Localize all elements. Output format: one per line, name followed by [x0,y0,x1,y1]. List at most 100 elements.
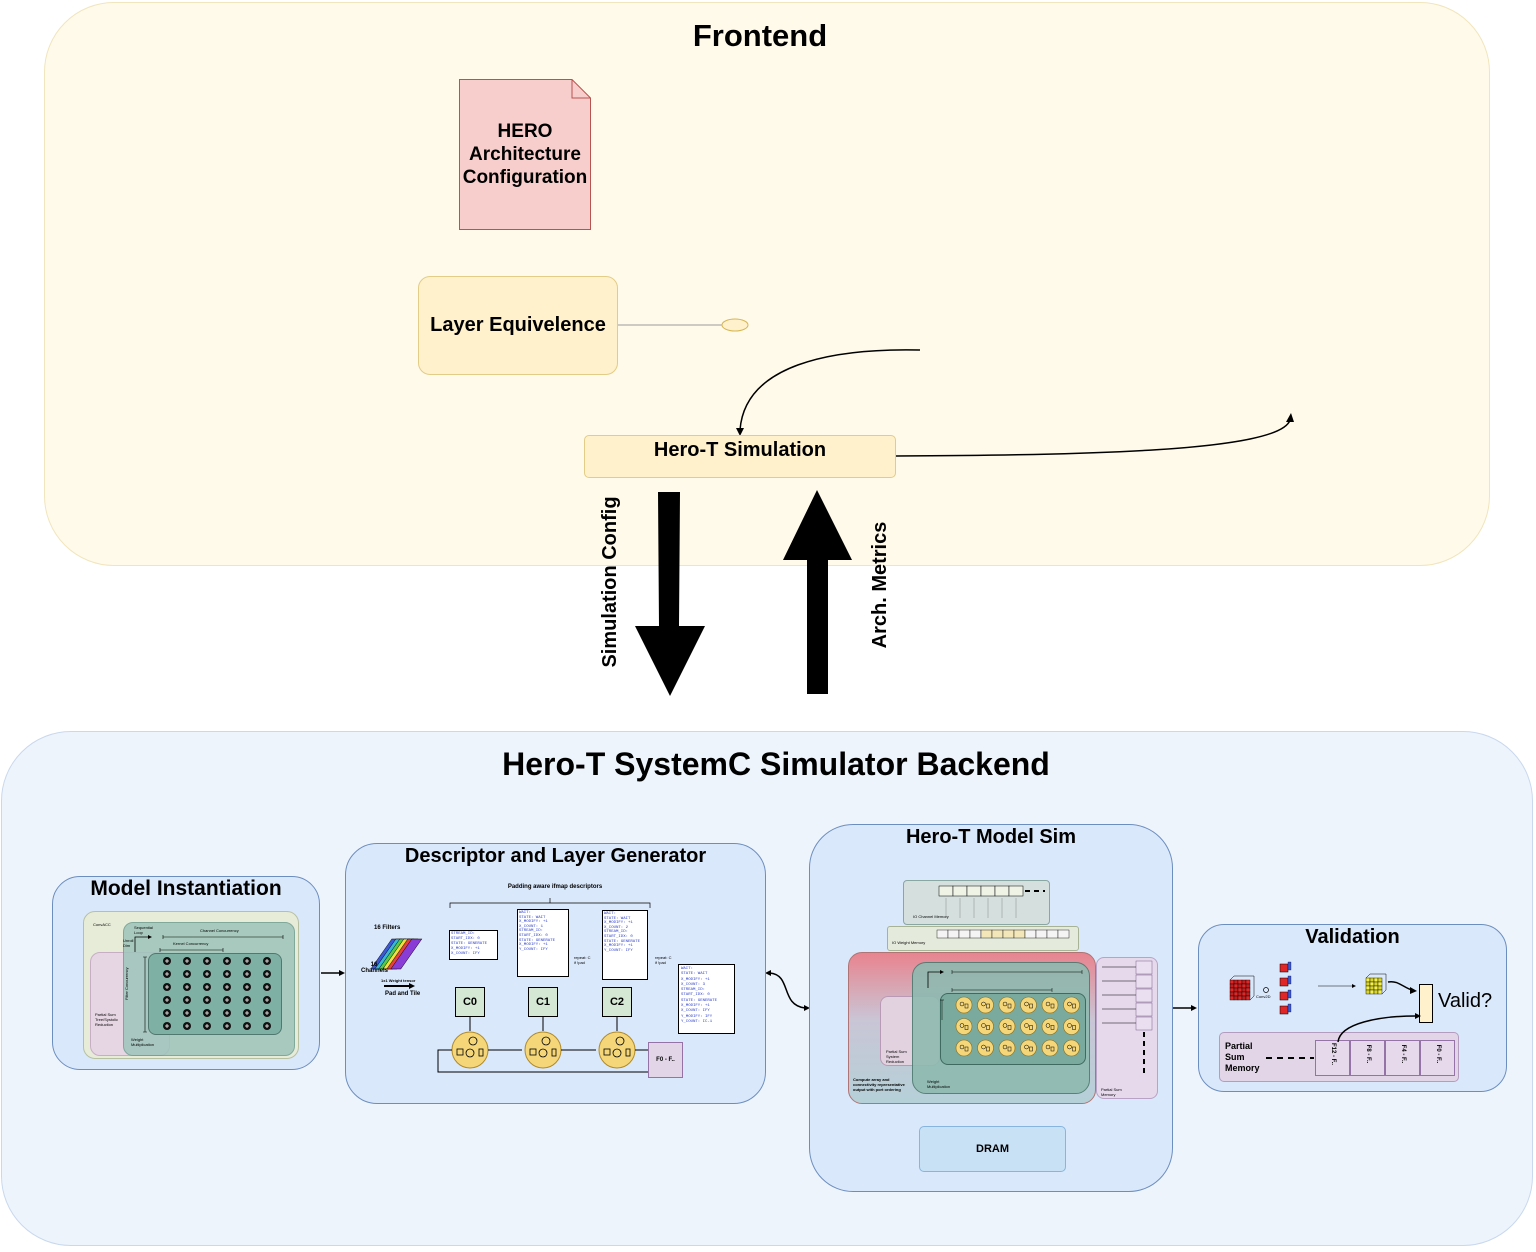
pe-mark [1045,1001,1051,1007]
cube-cell [1373,985,1379,991]
cube-cell [1377,985,1383,991]
code-line: X_MODIFY: +1 [681,1004,710,1009]
psum-mem-cell [1135,974,1153,989]
weight-cell [991,929,1004,939]
ifmap-cell [938,885,954,897]
cube-cell [1233,991,1239,997]
psum-to-compare-arrow [1337,1013,1421,1043]
sim-brackets [927,970,1083,1020]
conv2d-label: Conv2D [1256,994,1271,999]
layer-equivalence-box[interactable]: Layer Equivelence [418,276,618,375]
pe-reg [1072,1025,1076,1030]
padding-brace [449,898,651,908]
mac-mark [205,998,209,1002]
code-line: STATE: GENERATE [604,939,641,944]
pe-array [955,996,1080,1057]
weight-cell [1024,929,1037,939]
pe-reg [986,1003,990,1009]
desc-modelsim-arrow [769,972,806,1009]
ifmap-cell [994,885,1010,897]
code-line: Y_COUNT: IC-1 [681,1019,713,1024]
small-cube-side [1287,1003,1292,1013]
repeat-label-1: repeat: C if !pad [574,955,591,965]
compute-note-label: Compute array and connectivity represent… [853,1077,905,1092]
code-line: WAIT: [519,911,532,915]
pe-mark [1024,1044,1029,1050]
hero-architecture-config-doc[interactable]: HERO Architecture Configuration [459,79,591,230]
mac-mark [205,959,209,963]
weight-cell [1046,929,1059,939]
code-line: X_COUNT: IFY [451,952,480,956]
pe-reg [1007,1003,1012,1009]
mac-mark [225,972,229,976]
pe-mark [959,1044,965,1050]
weight-cell [1013,929,1026,939]
herot-simulation-box[interactable]: Hero-T Simulation [584,435,896,478]
weight-memory-cells [936,929,1070,939]
cube-cell [1237,995,1243,1001]
f0-box: F0 - F.. [648,1042,683,1078]
pe-mark [959,1023,965,1028]
weight-cell [958,929,971,939]
mac-mark [265,1024,269,1028]
cube-cell [1365,981,1371,987]
pe-reg [1050,1003,1055,1009]
backend-title: Hero-T SystemC Simulator Backend [502,746,1050,782]
cube-cell [1241,987,1247,993]
core-c1[interactable]: C1 [528,987,558,1017]
code-line: STATE: GENERATE [681,998,718,1003]
pe-mark [1067,1044,1072,1050]
pe-chain [437,1017,650,1073]
weight-cell [947,929,960,939]
pe-reg [1050,1046,1055,1052]
psum-mem-cell [1135,1016,1153,1031]
weight-cell [1035,929,1048,939]
kernel-region [148,953,282,1035]
pe-reg [1007,1046,1012,1052]
psum-cell [1420,1040,1455,1076]
descriptor-title: Descriptor and Layer Generator [404,845,707,867]
cube-cell [1237,983,1243,989]
core-c0[interactable]: C0 [455,987,485,1017]
core-c2[interactable]: C2 [602,987,632,1017]
code-line: STREAM_ID: [451,932,476,936]
psum-mem-cell [1135,1002,1153,1017]
mac-mark [245,998,249,1002]
mac-mark [185,959,189,963]
pe-mark [981,1001,986,1007]
dram-block[interactable]: DRAM [919,1126,1066,1172]
repeat-label-2: repeat: C if !pad [655,955,672,965]
mac-mark [245,1024,249,1028]
pe-mark [1024,1023,1029,1028]
cube-cell [1229,983,1235,989]
code-line: STATE: GENERATE [451,942,488,946]
weight-mult-label: Weight Multiplication [131,1037,155,1047]
cube-cell [1245,987,1251,993]
code-line: X_MODIFY: +1 [604,921,633,926]
mac-mark [185,972,189,976]
mac-mark [165,985,169,989]
cube-cell [1229,995,1235,1001]
cube-cell [1229,979,1235,985]
code-line: STATE: WAIT [604,916,631,921]
ifmap-cell [980,885,996,897]
code-line: X_MODIFY: +1 [519,943,548,948]
weight-cell [936,929,949,939]
cube-cell [1233,995,1239,1001]
mac-mark [245,959,249,963]
weight-memory-label: IO Weight Memory [892,940,926,945]
mac-mark [245,1011,249,1015]
cube-cell [1365,985,1371,991]
small-cube [1279,991,1289,1001]
psum-memory-label-sim: Partial Sum Memory [1101,1087,1122,1097]
cube-cell [1373,989,1379,995]
cube-cell [1245,995,1251,1001]
cube-cell [1233,979,1239,985]
psum-cell [1385,1040,1420,1076]
weight-cell [1002,929,1015,939]
cube-cell [1369,981,1375,987]
code-line: STATE: GENERATE [519,938,556,943]
mi-brackets [134,935,284,1033]
cube-cell [1369,977,1375,983]
cube-cell [1241,979,1247,985]
